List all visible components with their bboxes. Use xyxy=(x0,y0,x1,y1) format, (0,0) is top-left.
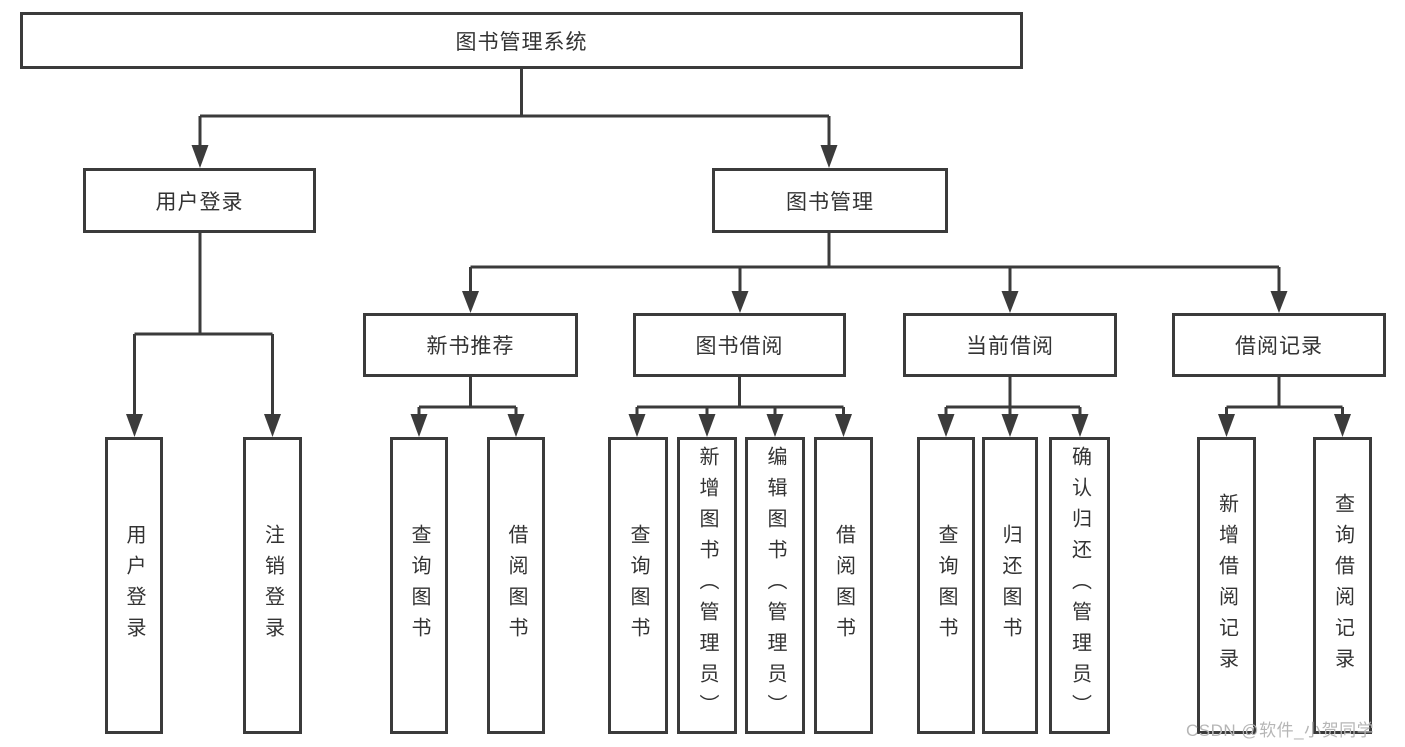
leaf-add-book-admin: 新增图书（管理员） xyxy=(677,437,737,734)
node-current-borrowing: 当前借阅 xyxy=(903,313,1117,377)
leaf-edit-book-admin: 编辑图书（管理员） xyxy=(745,437,805,734)
leaf-query-books-recommend: 查询图书 xyxy=(390,437,448,734)
leaf-confirm-return-admin: 确认归还（管理员） xyxy=(1049,437,1110,734)
leaf-query-books-borrowing: 查询图书 xyxy=(608,437,668,734)
leaf-borrow-books-borrowing: 借阅图书 xyxy=(814,437,873,734)
connector-user-login-to-leaves xyxy=(126,233,281,437)
node-new-book-recommend: 新书推荐 xyxy=(363,313,578,377)
node-label: 新增图书（管理员） xyxy=(696,446,718,725)
leaf-borrow-books-recommend: 借阅图书 xyxy=(487,437,545,734)
node-book-management: 图书管理 xyxy=(712,168,948,233)
node-label: 借阅记录 xyxy=(1235,335,1323,358)
node-label: 用户登录 xyxy=(155,190,244,214)
node-label: 注销登录 xyxy=(261,523,284,648)
leaf-return-book: 归还图书 xyxy=(982,437,1038,734)
node-user-login: 用户登录 xyxy=(83,168,316,233)
node-book-borrowing: 图书借阅 xyxy=(633,313,846,377)
node-borrowing-records: 借阅记录 xyxy=(1172,313,1386,377)
node-label: 查询借阅记录 xyxy=(1331,492,1354,679)
node-label: 用户登录 xyxy=(123,523,145,648)
connector-borrow-records-to-leaves xyxy=(1218,377,1351,437)
node-label: 新书推荐 xyxy=(426,335,515,358)
node-label: 查询图书 xyxy=(408,523,430,648)
node-label: 查询图书 xyxy=(935,523,957,648)
node-label: 借阅图书 xyxy=(832,523,855,648)
node-label: 当前借阅 xyxy=(966,335,1054,358)
leaf-add-borrow-record: 新增借阅记录 xyxy=(1197,437,1256,734)
node-label: 查询图书 xyxy=(627,523,649,648)
connector-new-book-to-leaves xyxy=(410,377,525,437)
leaf-user-login: 用户登录 xyxy=(105,437,163,734)
node-library-management-system: 图书管理系统 xyxy=(20,12,1023,69)
node-label: 确认归还（管理员） xyxy=(1068,446,1091,725)
node-label: 图书借阅 xyxy=(695,335,784,358)
connector-book-borrow-to-leaves xyxy=(628,377,852,437)
connector-current-borrow-to-leaves xyxy=(937,377,1089,437)
node-label: 图书管理系统 xyxy=(455,30,588,54)
csdn-watermark: CSDN @软件_小贺同学 xyxy=(1186,721,1375,740)
node-label: 编辑图书（管理员） xyxy=(764,446,786,725)
node-label: 借阅图书 xyxy=(505,523,527,648)
leaf-query-borrow-record: 查询借阅记录 xyxy=(1313,437,1372,734)
node-label: 图书管理 xyxy=(786,190,874,214)
leaf-query-books-current: 查询图书 xyxy=(917,437,975,734)
connector-root-to-level2 xyxy=(191,69,838,168)
node-label: 归还图书 xyxy=(999,523,1021,648)
node-label: 新增借阅记录 xyxy=(1215,492,1238,679)
connector-book-mgmt-to-level3 xyxy=(462,233,1288,313)
leaf-logout: 注销登录 xyxy=(243,437,302,734)
